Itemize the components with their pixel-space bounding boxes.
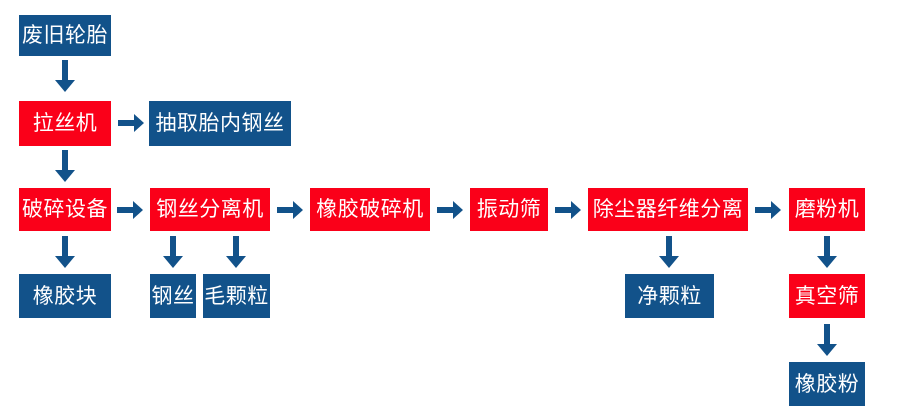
flow-node-label: 真空筛 (794, 283, 860, 308)
arrow-down-icon (52, 236, 78, 270)
flow-node-label: 钢丝分离机 (156, 197, 264, 221)
flow-node-n7[interactable]: 振动筛 (470, 188, 548, 231)
flow-node-n2[interactable]: 拉丝机 (19, 101, 111, 146)
arrow-right-icon (117, 198, 143, 222)
flow-node-n1[interactable]: 废旧轮胎 (19, 15, 111, 56)
flow-node-label: 振动筛 (476, 197, 542, 221)
arrow-down-icon (814, 324, 840, 358)
flow-node-label: 毛颗粒 (204, 283, 269, 308)
flow-node-n13[interactable]: 净颗粒 (625, 274, 714, 318)
flow-node-n15[interactable]: 橡胶粉 (789, 362, 865, 406)
flow-node-label: 拉丝机 (32, 111, 98, 135)
flow-node-n11[interactable]: 钢丝 (150, 274, 196, 318)
flow-node-label: 磨粉机 (794, 197, 860, 221)
arrow-right-icon (437, 198, 463, 222)
arrow-down-icon (656, 236, 682, 270)
flow-node-label: 除尘器纤维分离 (592, 197, 744, 221)
flow-node-label: 橡胶破碎机 (316, 197, 424, 221)
arrow-down-icon (814, 236, 840, 270)
flow-node-label: 抽取胎内钢丝 (155, 111, 285, 135)
arrow-down-icon (160, 236, 186, 270)
arrow-right-icon (118, 111, 144, 135)
flow-node-label: 钢丝 (151, 283, 195, 308)
arrow-right-icon (555, 198, 581, 222)
flow-node-n9[interactable]: 磨粉机 (789, 188, 865, 231)
flow-node-label: 净颗粒 (637, 283, 702, 308)
flow-node-label: 橡胶块 (32, 283, 98, 308)
flow-node-n6[interactable]: 橡胶破碎机 (310, 188, 430, 231)
flow-node-n5[interactable]: 钢丝分离机 (150, 188, 270, 231)
flow-node-n10[interactable]: 橡胶块 (19, 274, 111, 318)
arrow-down-icon (52, 60, 78, 96)
arrow-down-icon (223, 236, 249, 270)
flow-node-n3[interactable]: 抽取胎内钢丝 (149, 101, 291, 146)
flow-node-n4[interactable]: 破碎设备 (19, 188, 111, 231)
flow-node-n14[interactable]: 真空筛 (789, 274, 865, 318)
arrow-right-icon (755, 198, 781, 222)
arrow-right-icon (277, 198, 303, 222)
arrow-down-icon (52, 150, 78, 186)
flow-node-label: 废旧轮胎 (22, 23, 108, 47)
flow-node-label: 橡胶粉 (794, 371, 860, 396)
flow-node-n8[interactable]: 除尘器纤维分离 (588, 188, 748, 231)
flow-node-n12[interactable]: 毛颗粒 (203, 274, 270, 318)
flow-node-label: 破碎设备 (22, 197, 108, 221)
